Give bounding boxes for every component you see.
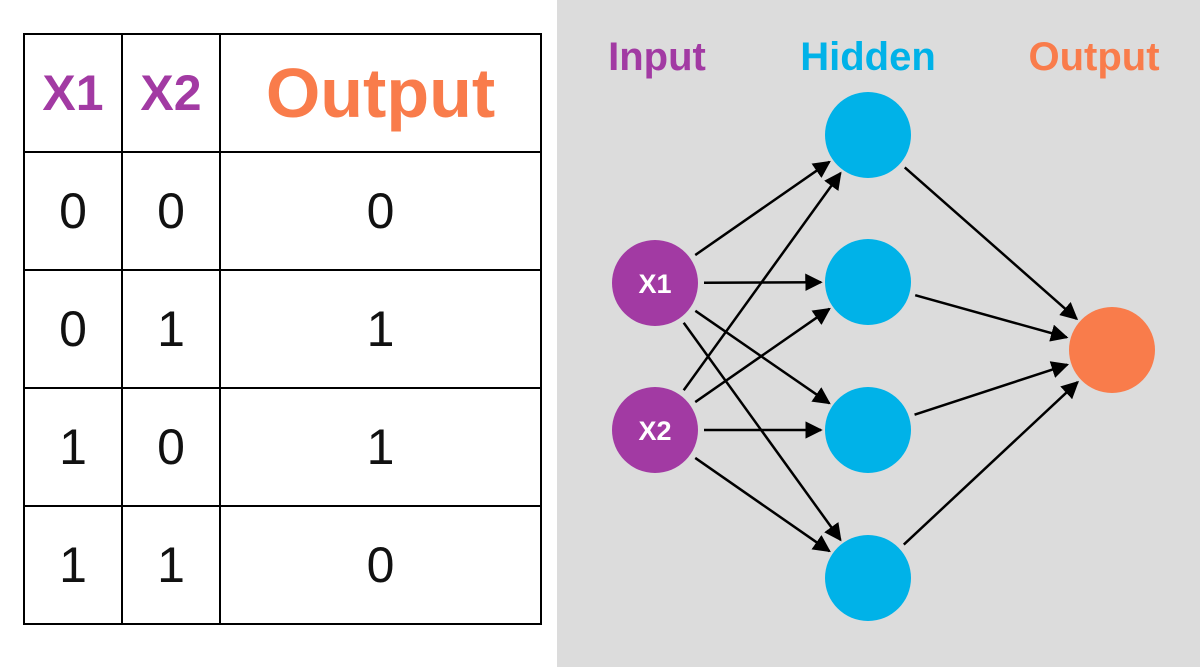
cell-output: 0 bbox=[219, 151, 542, 271]
cell-x2: 0 bbox=[121, 151, 221, 271]
table-row: 0 0 0 bbox=[23, 151, 542, 271]
hidden-node-2 bbox=[825, 239, 911, 325]
cell-x1: 1 bbox=[23, 505, 123, 625]
header-x2: X2 bbox=[121, 33, 221, 153]
input-node-x2 bbox=[612, 387, 698, 473]
header-x1: X1 bbox=[23, 33, 123, 153]
cell-x1: 1 bbox=[23, 387, 123, 507]
hidden-node-1 bbox=[825, 92, 911, 178]
table-row: 1 1 0 bbox=[23, 505, 542, 625]
input-node-label: X2 bbox=[638, 416, 671, 446]
cell-x1: 0 bbox=[23, 269, 123, 389]
hidden-node-4 bbox=[825, 535, 911, 621]
input-node-x1 bbox=[612, 240, 698, 326]
edge-hidden-3-to-output bbox=[914, 361, 1070, 416]
edge-hidden-2-to-output bbox=[914, 293, 1069, 342]
input-layer-label: Input bbox=[608, 35, 706, 79]
truth-table: X1 X2 Output 0 0 0 0 1 1 1 0 1 1 1 0 bbox=[23, 33, 542, 625]
table-row: 0 1 1 bbox=[23, 269, 542, 389]
hidden-node-3 bbox=[825, 387, 911, 473]
cell-x2: 1 bbox=[121, 269, 221, 389]
edge-hidden-4-to-output bbox=[902, 380, 1079, 546]
edge-input-1-to-hidden-3 bbox=[694, 309, 831, 405]
hidden-layer-label: Hidden bbox=[800, 35, 936, 79]
header-output: Output bbox=[219, 33, 542, 153]
table-header-row: X1 X2 Output bbox=[23, 33, 542, 153]
cell-output: 0 bbox=[219, 505, 542, 625]
edge-hidden-1-to-output bbox=[903, 166, 1079, 321]
output-layer-label: Output bbox=[1028, 35, 1159, 79]
edge-input-2-to-hidden-2 bbox=[694, 307, 831, 404]
edge-input-2-to-hidden-1 bbox=[682, 171, 842, 392]
cell-x2: 0 bbox=[121, 387, 221, 507]
cell-x1: 0 bbox=[23, 151, 123, 271]
edge-input-1-to-hidden-1 bbox=[694, 160, 831, 257]
cell-x2: 1 bbox=[121, 505, 221, 625]
connection-edges bbox=[682, 160, 1079, 553]
output-node bbox=[1069, 307, 1155, 393]
input-node-label: X1 bbox=[638, 269, 671, 299]
cell-output: 1 bbox=[219, 269, 542, 389]
edge-input-1-to-hidden-4 bbox=[682, 321, 842, 542]
table-row: 1 0 1 bbox=[23, 387, 542, 507]
edge-input-2-to-hidden-4 bbox=[694, 456, 831, 553]
cell-output: 1 bbox=[219, 387, 542, 507]
